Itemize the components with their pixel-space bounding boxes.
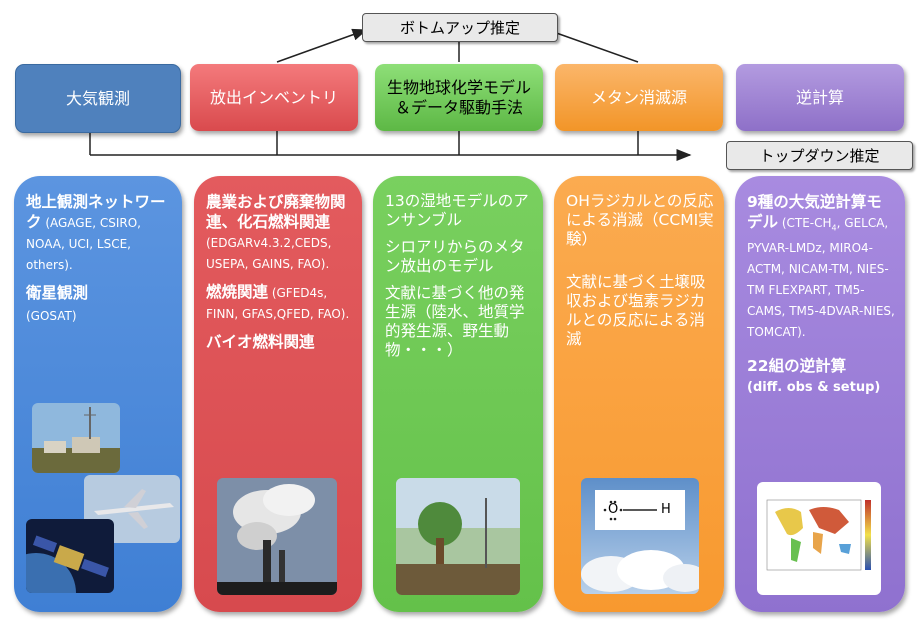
- arrow-bottom-up-left: [276, 28, 368, 63]
- photo-ecosystem-diagram: [396, 478, 520, 595]
- col1-satellite-name: (GOSAT): [26, 309, 77, 323]
- col5-inverse-models: 9種の大気逆計算モデル: [747, 193, 882, 231]
- col2-agri-fossil: 農業および廃棄物関連、化石燃料関連: [206, 193, 346, 231]
- col4-ccmi: （CCMI実験）: [566, 211, 714, 248]
- header-emission-inventory: 放出インベントリ: [190, 64, 358, 131]
- top-down-estimate-label: トップダウン推定: [726, 141, 913, 170]
- arrow-bottom-up-right: [547, 29, 639, 63]
- col2-burning: 燃焼関連: [206, 283, 269, 301]
- col3-wetland-models: 13の湿地モデルのアンサンブル: [385, 192, 529, 229]
- header-inverse-modeling: 逆計算: [736, 64, 904, 131]
- col1-satellite: 衛星観測: [26, 284, 89, 302]
- header-biogeochemical-model: 生物地球化学モデル ＆データ駆動手法: [375, 64, 543, 131]
- photo-world-flux-map: [757, 482, 881, 595]
- photo-smokestack: [217, 478, 337, 595]
- column-inverse-modeling: 9種の大気逆計算モデル (CTE-CH4, GELCA, PYVAR-LMDz,…: [735, 176, 905, 612]
- col3-other-sources: 文献に基づく他の発生源（陸水、地質学的発生源、野生動物・・・）: [385, 284, 525, 359]
- col5-setup-note: (diff. obs & setup): [747, 380, 881, 396]
- col2-agri-fossil-list: (EDGARv4.3.2,CEDS, USEPA, GAINS, FAO).: [206, 236, 332, 271]
- oh-hydrogen-label: H: [661, 502, 671, 517]
- col4-soil-chlorine: 文献に基づく土壌吸収および塩素ラジカルとの反応による消滅: [566, 273, 706, 348]
- oh-oxygen-label: O: [608, 502, 619, 517]
- col5-inversion-sets: 22組の逆計算: [747, 357, 847, 376]
- header-methane-sink: メタン消滅源: [555, 64, 723, 131]
- col2-biofuel: バイオ燃料関連: [206, 333, 315, 351]
- col3-termite-model: シロアリからのメタン放出のモデル: [385, 238, 525, 275]
- col4-oh-reaction: OHラジカルとの反応による消滅: [566, 192, 714, 229]
- col5-model-list: (CTE-CH4, GELCA, PYVAR-LMDz, MIRO4-ACTM,…: [747, 216, 895, 340]
- photo-ground-station: [32, 403, 120, 473]
- photo-satellite: [26, 519, 114, 593]
- col1-ground-network-list: (AGAGE, CSIRO, NOAA, UCI, LSCE, others).: [26, 216, 141, 272]
- header-atmospheric-observation: 大気観測: [15, 64, 181, 133]
- photo-oh-radical: O H: [581, 478, 699, 594]
- bottom-up-estimate-label: ボトムアップ推定: [362, 13, 558, 42]
- header-bio-line2: ＆データ駆動手法: [394, 97, 523, 117]
- col2-burning-list: (GFED4s, FINN, GFAS,QFED, FAO).: [206, 286, 350, 321]
- header-bio-line1: 生物地球化学モデル: [386, 77, 531, 97]
- col1-ground-network: 地上観測ネットワーク: [26, 193, 166, 231]
